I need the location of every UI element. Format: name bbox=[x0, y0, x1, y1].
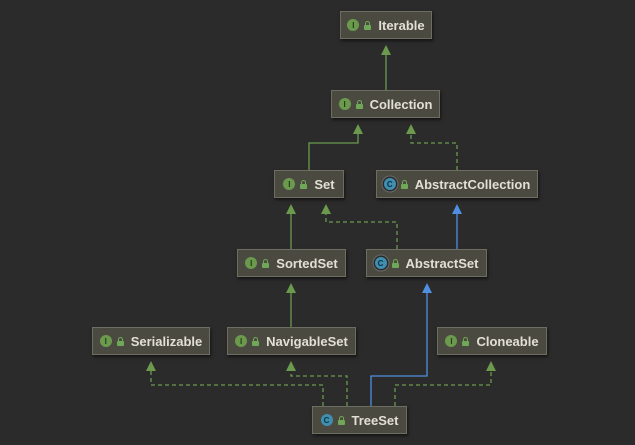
public-visibility-icon bbox=[355, 99, 364, 109]
edge-sorted-set-to-set bbox=[286, 204, 296, 249]
public-visibility-icon bbox=[299, 179, 308, 189]
edge-tree-set-to-serializable bbox=[146, 361, 324, 406]
edge-abstract-set-to-abstract-collection bbox=[452, 204, 462, 249]
node-abstract-set[interactable]: C AbstractSet bbox=[366, 249, 487, 277]
edge-tree-set-to-cloneable bbox=[394, 361, 496, 406]
node-navigable-set[interactable]: I NavigableSet bbox=[227, 327, 356, 355]
node-iterable[interactable]: I Iterable bbox=[340, 11, 432, 39]
public-visibility-icon bbox=[391, 258, 400, 268]
edge-abstract-collection-to-collection bbox=[406, 124, 458, 170]
node-serializable[interactable]: I Serializable bbox=[92, 327, 210, 355]
node-sorted-set[interactable]: I SortedSet bbox=[237, 249, 346, 277]
interface-icon: I bbox=[235, 335, 248, 347]
node-label: Iterable bbox=[378, 17, 425, 33]
node-tree-set[interactable]: C TreeSet bbox=[312, 406, 407, 434]
arrowhead bbox=[286, 283, 296, 293]
abstract-class-icon: C bbox=[374, 257, 387, 269]
node-abstract-collection[interactable]: C AbstractCollection bbox=[376, 170, 538, 198]
edge-navigable-set-to-sorted-set bbox=[286, 283, 296, 327]
public-visibility-icon bbox=[363, 20, 372, 30]
edge-set-to-collection bbox=[308, 124, 363, 170]
arrowhead bbox=[452, 204, 462, 214]
arrowhead bbox=[422, 283, 432, 293]
interface-icon: I bbox=[347, 19, 360, 31]
edge-collection-to-iterable bbox=[381, 45, 391, 90]
node-collection[interactable]: I Collection bbox=[331, 90, 440, 118]
arrowhead bbox=[381, 45, 391, 55]
node-cloneable[interactable]: I Cloneable bbox=[437, 327, 547, 355]
interface-icon: I bbox=[99, 335, 112, 347]
interface-icon: I bbox=[338, 98, 351, 110]
abstract-class-icon: C bbox=[383, 178, 396, 190]
edge-abstract-set-to-set bbox=[321, 204, 398, 249]
node-label: TreeSet bbox=[351, 412, 399, 428]
public-visibility-icon bbox=[116, 336, 125, 346]
arrowhead bbox=[146, 361, 156, 371]
public-visibility-icon bbox=[261, 258, 270, 268]
arrowhead bbox=[353, 124, 363, 134]
public-visibility-icon bbox=[461, 336, 470, 346]
node-set[interactable]: I Set bbox=[274, 170, 344, 198]
node-label: NavigableSet bbox=[266, 333, 348, 349]
edge-tree-set-to-abstract-set bbox=[370, 283, 432, 406]
interface-icon: I bbox=[445, 335, 458, 347]
public-visibility-icon bbox=[400, 179, 409, 189]
node-label: Serializable bbox=[130, 333, 203, 349]
node-label: AbstractSet bbox=[405, 255, 479, 271]
arrowhead bbox=[286, 204, 296, 214]
node-label: SortedSet bbox=[276, 255, 338, 271]
edge-tree-set-to-navigable-set bbox=[286, 361, 348, 406]
node-label: Set bbox=[314, 176, 335, 192]
interface-icon: I bbox=[245, 257, 258, 269]
arrowhead bbox=[486, 361, 496, 371]
node-label: Collection bbox=[369, 96, 433, 112]
arrowhead bbox=[406, 124, 416, 134]
public-visibility-icon bbox=[337, 415, 346, 425]
interface-icon: I bbox=[283, 178, 296, 190]
arrowhead bbox=[321, 204, 331, 214]
public-visibility-icon bbox=[251, 336, 260, 346]
node-label: Cloneable bbox=[476, 333, 539, 349]
node-label: AbstractCollection bbox=[414, 176, 531, 192]
class-icon: C bbox=[320, 414, 333, 426]
arrowhead bbox=[286, 361, 296, 371]
